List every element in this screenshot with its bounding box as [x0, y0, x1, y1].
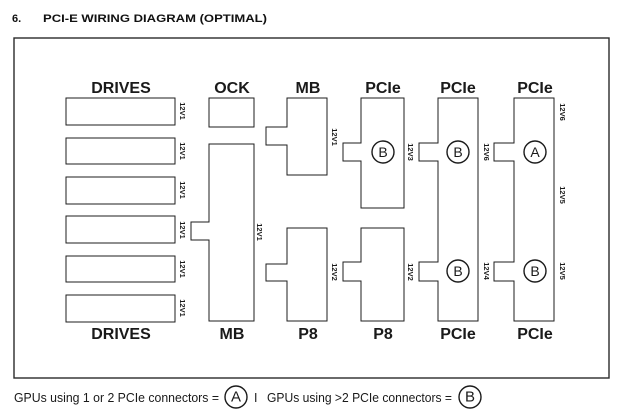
drive-rail-label-5: 12V1: [178, 260, 187, 278]
gpu-marker-letter: B: [530, 263, 539, 279]
legend-marker-circle-b: [458, 385, 482, 409]
legend-marker-circle-a: [224, 385, 248, 409]
gpu-marker-letter: B: [453, 144, 462, 160]
mb-main-connector: [190, 143, 255, 322]
column-header-pcie-left: PCIe: [365, 80, 401, 97]
drive-connector-6: [65, 294, 176, 323]
column-header-pcie-middle: PCIe: [440, 80, 476, 97]
p8-left-connector: [265, 227, 328, 322]
column-footer-p8-right: P8: [373, 326, 393, 343]
column-header-drives: DRIVES: [91, 80, 151, 97]
diagram-frame: [13, 37, 610, 379]
pcie-right-lower-rail-label: 12V5: [558, 262, 567, 280]
section-title: PCI-E WIRING DIAGRAM (OPTIMAL): [43, 13, 267, 25]
gpu-marker-letter: A: [530, 144, 540, 160]
drive-connector-4: [65, 215, 176, 244]
legend-separator: I: [254, 391, 257, 405]
pcie-middle-connector: [418, 97, 479, 322]
legend-one-or-two-text: GPUs using 1 or 2 PCIe connectors =: [14, 391, 219, 405]
column-footer-p8-left: P8: [298, 326, 318, 343]
legend-more-than-two-text: GPUs using >2 PCIe connectors =: [267, 391, 452, 405]
column-footer-pcie-right: PCIe: [517, 326, 553, 343]
pcie-middle-upper-rail-label: 12V6: [482, 143, 491, 161]
column-footer-pcie-middle: PCIe: [440, 326, 476, 343]
mb-upper-connector: [265, 97, 328, 176]
drive-rail-label-1: 12V1: [178, 102, 187, 120]
legend-marker-letter-b: B: [465, 389, 475, 406]
p8-right-rail-label: 12V2: [406, 263, 415, 281]
drive-rail-label-2: 12V1: [178, 142, 187, 160]
section-number: 6.: [12, 13, 21, 25]
drive-rail-label-6: 12V1: [178, 299, 187, 317]
drive-rail-label-4: 12V1: [178, 221, 187, 239]
pcie-right-mid-rail-label: 12V5: [558, 186, 567, 204]
pcie-middle-lower-rail-label: 12V4: [482, 262, 491, 280]
pcie-left-upper-rail-label: 12V3: [406, 143, 415, 161]
gpu-marker-letter: B: [453, 263, 462, 279]
gpu-marker-letter: B: [378, 144, 387, 160]
gpu-marker-circle: [523, 259, 547, 283]
gpu-marker-circle: [371, 140, 395, 164]
pcie-right-connector: [493, 97, 555, 322]
column-header-mb: MB: [296, 80, 321, 97]
drive-connector-3: [65, 176, 176, 205]
mb-upper-rail-label: 12V1: [330, 128, 339, 146]
column-footer-drives: DRIVES: [91, 326, 151, 343]
gpu-marker-circle: [523, 140, 547, 164]
drive-connector-5: [65, 255, 176, 283]
mb-main-rail-label: 12V1: [255, 223, 264, 241]
pcie-right-top-rail-label: 12V6: [558, 103, 567, 121]
column-header-pcie-right: PCIe: [517, 80, 553, 97]
drive-connector-1: [65, 97, 176, 126]
drive-connector-2: [65, 137, 176, 165]
column-header-ock: OCK: [214, 80, 250, 97]
p8-left-rail-label: 12V2: [330, 263, 339, 281]
gpu-marker-circle: [446, 259, 470, 283]
gpu-marker-circle: [446, 140, 470, 164]
p8-right-connector: [342, 227, 405, 322]
column-footer-mb: MB: [220, 326, 245, 343]
ock-connector: [208, 97, 255, 128]
drive-rail-label-3: 12V1: [178, 181, 187, 199]
legend-marker-letter-a: A: [231, 389, 241, 406]
